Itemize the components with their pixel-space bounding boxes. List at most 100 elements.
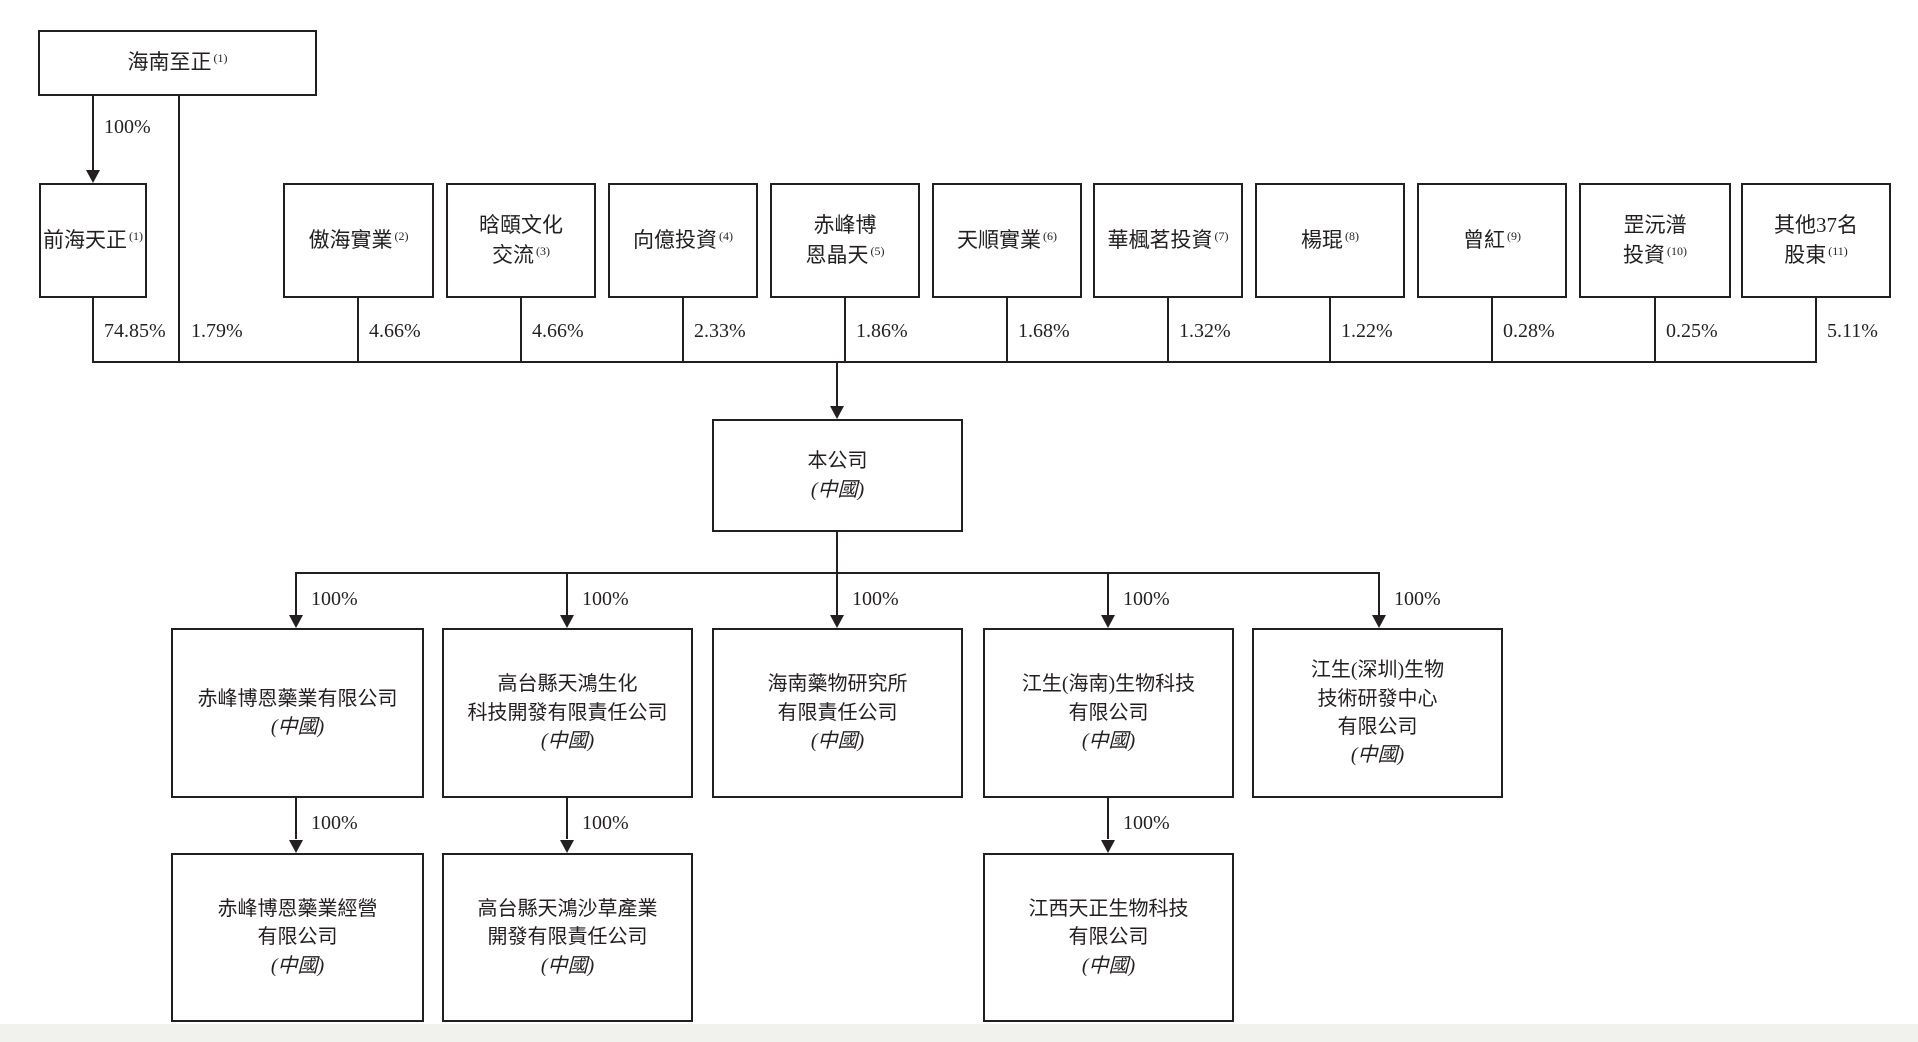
connector-line (295, 574, 297, 616)
node-text: 交流 (492, 242, 534, 267)
node-text: 江生(海南)生物科技 (1021, 673, 1196, 696)
connector-line (844, 298, 846, 363)
node-text: 赤峰博恩藥業經營 (217, 897, 378, 920)
node-text: 有限公司 (1337, 716, 1418, 738)
arrowhead-down (86, 170, 100, 183)
node-jiangsheng-shenzhen: 江生(深圳)生物 技術研發中心 有限公司 (中國) (1252, 628, 1503, 798)
node-text: 前海天正 (43, 227, 127, 252)
ownership-percentage: 1.32% (1179, 320, 1231, 342)
ownership-percentage: 1.79% (191, 320, 243, 342)
node-title: 開發有限責任公司 (488, 923, 648, 951)
node-text: 晗頤文化 (479, 212, 563, 237)
connector-line (92, 298, 94, 363)
node-other-37-shareholders: 其他37名 股東(11) (1741, 183, 1891, 298)
node-title: 有限公司 (1338, 713, 1418, 741)
footnote-marker: (1) (213, 51, 228, 66)
node-hanyi-wenhua-jiaoliu: 晗頤文化 交流(3) (446, 183, 596, 298)
node-title: 本公司 (808, 447, 868, 475)
node-the-company: 本公司 (中國) (712, 419, 963, 532)
node-text: 赤峰博 (813, 212, 877, 237)
node-text: 海南藥物研究所 (767, 673, 908, 696)
arrowhead-down (830, 615, 844, 628)
arrowhead-down (289, 615, 303, 628)
connector-line (357, 298, 359, 363)
arrowhead-down (830, 406, 844, 419)
connector-line (1167, 298, 1169, 363)
footnote-marker: (4) (719, 228, 733, 243)
node-xiangyi-touzi: 向億投資(4) (608, 183, 758, 298)
node-region: (中國) (270, 716, 325, 738)
ownership-percentage: 1.22% (1341, 320, 1393, 342)
node-aohai-shiye: 傲海實業(2) (283, 183, 434, 298)
node-text: 曾紅 (1463, 227, 1505, 252)
connector-line (1006, 298, 1008, 363)
footnote-marker: (2) (394, 228, 409, 243)
footnote-marker: (6) (1043, 228, 1057, 243)
node-text: 股東 (1784, 242, 1827, 267)
ownership-percentage: 4.66% (532, 320, 584, 342)
node-title: 前海天正(1) (43, 226, 143, 256)
node-text: 華楓茗投資 (1107, 227, 1213, 252)
node-text: 有限公司 (1068, 701, 1149, 724)
ownership-percentage: 100% (852, 588, 899, 610)
node-region: (中國) (1350, 744, 1405, 767)
node-region: (中國) (540, 730, 595, 753)
node-title: 罡沅潽 (1624, 211, 1687, 241)
node-title: 江生(海南)生物科技 (1022, 670, 1195, 698)
node-text: 江西天正生物科技 (1028, 897, 1189, 920)
node-title: 其他37名 (1774, 211, 1858, 241)
node-hainan-pharma-institute: 海南藥物研究所 有限責任公司 (中國) (712, 628, 963, 798)
ownership-percentage: 74.85% (104, 320, 166, 342)
node-title: 晗頤文化 (479, 211, 563, 241)
node-chifeng-boen-pharma: 赤峰博恩藥業有限公司 (中國) (171, 628, 424, 798)
ownership-percentage: 100% (1394, 588, 1441, 610)
node-text: 技術研發中心 (1317, 687, 1438, 710)
arrowhead-down (1101, 615, 1115, 628)
node-title: 投資(10) (1623, 241, 1687, 271)
node-region: (中國) (540, 954, 595, 977)
node-text: 其他37名 (1774, 212, 1858, 237)
footnote-marker: (5) (870, 243, 885, 258)
ownership-percentage: 100% (311, 812, 358, 834)
ownership-percentage: 0.28% (1503, 320, 1555, 342)
node-text: 高台縣天鴻生化 (497, 673, 638, 696)
connector-line (520, 298, 522, 363)
connector-line (178, 96, 180, 363)
connector-line (1329, 298, 1331, 363)
node-chifeng-boen-operating: 赤峰博恩藥業經營 有限公司 (中國) (171, 853, 424, 1022)
ownership-percentage: 1.68% (1018, 320, 1070, 342)
node-text: 赤峰博恩藥業有限公司 (197, 687, 398, 710)
node-title: 海南至正(1) (128, 48, 228, 78)
node-hainan-zhizheng: 海南至正(1) (38, 30, 317, 96)
node-title: 海南藥物研究所 (768, 670, 908, 698)
connector-line (92, 96, 94, 172)
node-text: 向億投資 (633, 227, 717, 252)
ownership-percentage: 100% (311, 588, 358, 610)
ownership-percentage: 100% (1123, 588, 1170, 610)
connector-line (1491, 298, 1493, 363)
connector-line (566, 574, 568, 616)
node-title: 有限公司 (1069, 923, 1149, 951)
node-text: 江生(深圳)生物 (1310, 659, 1445, 682)
node-region: (中國) (1081, 954, 1136, 977)
node-title: 高台縣天鴻沙草產業 (478, 895, 658, 923)
arrowhead-down (560, 840, 574, 853)
node-qianhai-tianzheng: 前海天正(1) (39, 183, 147, 298)
node-title: 恩晶天(5) (806, 241, 885, 271)
footnote-marker: (10) (1667, 243, 1687, 258)
node-title: 傲海實業(2) (309, 226, 409, 256)
footnote-marker: (11) (1828, 243, 1848, 258)
node-region: (中國) (810, 730, 865, 753)
footnote-marker: (3) (536, 243, 550, 258)
node-text: 恩晶天 (805, 242, 869, 267)
node-title: 科技開發有限責任公司 (468, 699, 668, 727)
footnote-marker: (1) (129, 228, 143, 243)
node-region: (中國) (1081, 730, 1136, 753)
connector-line (566, 798, 568, 839)
node-chifeng-boenjingtian: 赤峰博 恩晶天(5) (770, 183, 920, 298)
node-text: 有限公司 (257, 926, 338, 949)
connector-line (1815, 298, 1817, 363)
node-title: 赤峰博 (814, 211, 877, 241)
connector-line (836, 574, 838, 616)
